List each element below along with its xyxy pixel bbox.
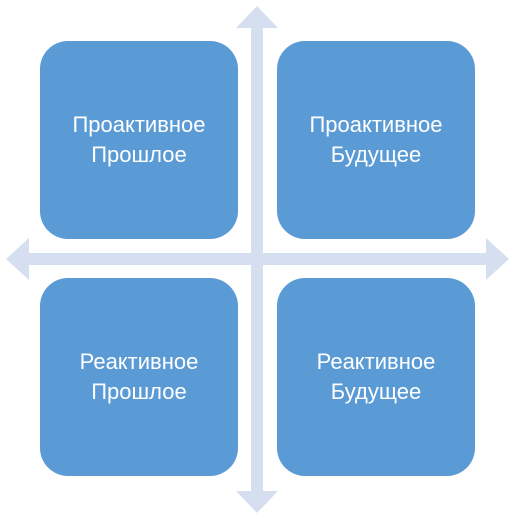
quadrant-proactive-past: Проактивное Прошлое	[40, 41, 238, 239]
quadrant-reactive-past: Реактивное Прошлое	[40, 278, 238, 476]
quadrant-reactive-future: Реактивное Будущее	[277, 278, 475, 476]
quadrant-proactive-future: Проактивное Будущее	[277, 41, 475, 239]
quadrant-label-line2: Будущее	[330, 142, 422, 167]
quadrant-label-line1: Реактивное	[316, 349, 436, 374]
quadrant-label-line2: Прошлое	[91, 379, 187, 404]
quadrant-label-line2: Прошлое	[91, 142, 187, 167]
quadrant-label-line2: Будущее	[330, 379, 422, 404]
quadrant-label-line1: Проактивное	[72, 112, 206, 137]
quadrant-label-line1: Проактивное	[309, 112, 443, 137]
horizontal-axis-arrow	[6, 238, 509, 280]
quadrant-label-line1: Реактивное	[79, 349, 199, 374]
